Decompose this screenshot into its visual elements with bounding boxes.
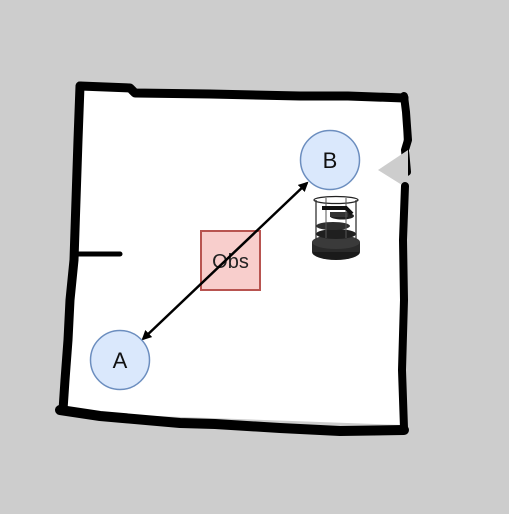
wall-bottom (55, 405, 409, 436)
node-b-label: B (323, 148, 338, 173)
wall-left (58, 81, 85, 415)
node-b: B (299, 129, 361, 191)
node-a: A (89, 329, 151, 391)
wall-top (75, 81, 409, 103)
walls (55, 81, 412, 436)
node-b-circle (299, 129, 361, 191)
unknown-notch (378, 150, 408, 182)
turtlebot-robot-icon (312, 195, 360, 260)
node-a-label: A (113, 348, 128, 373)
obstacle: Obs (200, 230, 261, 291)
path-arrow (141, 181, 309, 341)
wall-right-lower (398, 182, 409, 432)
node-a-circle (89, 329, 151, 391)
